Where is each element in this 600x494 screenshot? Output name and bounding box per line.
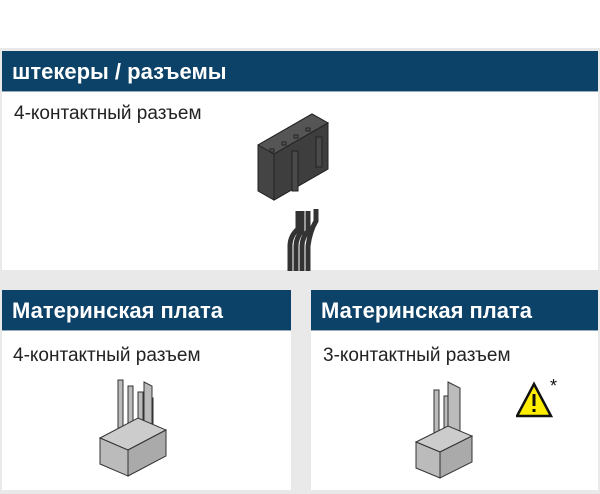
warning-icon xyxy=(516,381,554,418)
connector-panel: штекеры / разъемы 4-контактный разъем xyxy=(2,51,598,271)
motherboard-3pin-panel: Материнская плата 3-контактный разъем * xyxy=(311,290,598,490)
header-3pin-icon xyxy=(414,381,474,479)
panel-header: Материнская плата xyxy=(311,290,598,331)
motherboard-4pin-panel: Материнская плата 4-контактный разъем xyxy=(2,290,291,490)
panel-header: штекеры / разъемы xyxy=(2,51,598,92)
warning-footnote-mark: * xyxy=(550,376,558,396)
connector-label: 3-контактный разъем xyxy=(323,345,511,366)
header-4pin-icon xyxy=(98,379,168,477)
panel-header: Материнская плата xyxy=(2,290,291,331)
connector-label: 4-контактный разъем xyxy=(13,345,201,366)
fan-connector-icon xyxy=(256,113,330,271)
top-spacer xyxy=(0,0,600,48)
connector-label: 4-контактный разъем xyxy=(14,103,202,124)
